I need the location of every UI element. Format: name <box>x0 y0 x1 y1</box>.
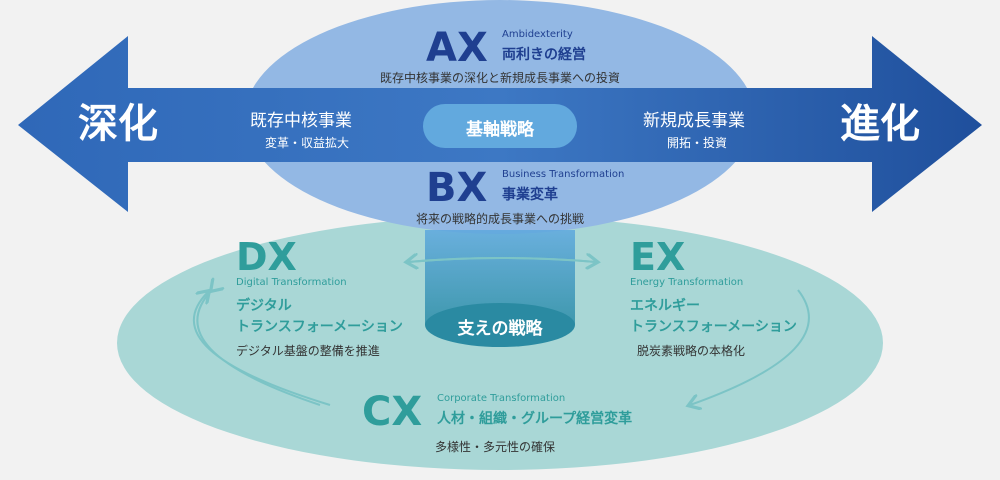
core-strategy-label: 基軸戦略 <box>466 120 534 140</box>
cx-code: CX <box>362 389 423 435</box>
cycle-arrows <box>192 258 810 405</box>
ex-jp-line1: エネルギー <box>630 298 700 314</box>
dx-jp-line1: デジタル <box>236 298 292 314</box>
support-cylinder <box>425 230 575 347</box>
ex-jp-line2: トランスフォーメーション <box>630 319 797 335</box>
ax-code: AX <box>426 25 488 71</box>
support-strategy-label: 支えの戦略 <box>457 319 543 339</box>
existing-core-subtitle: 変革・収益拡大 <box>265 136 350 150</box>
bx-code: BX <box>426 165 488 211</box>
evolve-label: 進化 <box>840 101 920 147</box>
existing-core-title: 既存中核事業 <box>250 111 352 131</box>
dx-code: DX <box>236 235 297 279</box>
bx-desc: 将来の戦略的成長事業への挑戦 <box>415 212 584 226</box>
bx-jp: 事業変革 <box>502 187 558 203</box>
core-strategy-pill <box>423 104 577 148</box>
new-growth-subtitle: 開拓・投資 <box>667 136 728 150</box>
ax-desc: 既存中核事業の深化と新規成長事業への投資 <box>379 71 620 85</box>
ex-en: Energy Transformation <box>630 277 744 288</box>
cx-en: Corporate Transformation <box>437 393 566 404</box>
cx-jp: 人材・組織・グループ経営変革 <box>437 411 633 427</box>
dx-desc: デジタル基盤の整備を推進 <box>236 344 380 358</box>
cx-desc: 多様性・多元性の確保 <box>435 440 556 454</box>
ax-en: Ambidexterity <box>502 29 573 40</box>
dx-jp-line2: トランスフォーメーション <box>236 319 403 335</box>
bx-en: Business Transformation <box>502 169 625 180</box>
deepen-label: 深化 <box>78 101 158 147</box>
ex-code: EX <box>630 235 686 279</box>
ax-jp: 両利きの経営 <box>502 47 586 63</box>
new-growth-title: 新規成長事業 <box>643 111 745 131</box>
dx-en: Digital Transformation <box>236 277 347 288</box>
ex-desc: 脱炭素戦略の本格化 <box>637 344 746 358</box>
